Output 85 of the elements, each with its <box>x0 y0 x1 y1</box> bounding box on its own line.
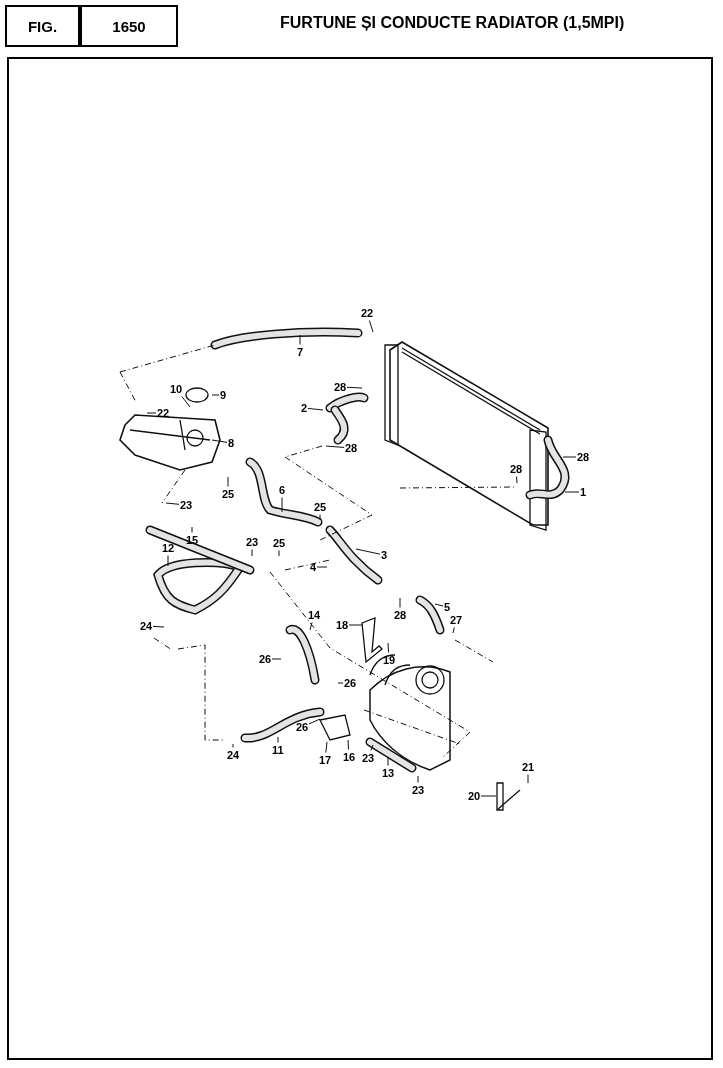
callout-number: 27 <box>450 613 463 627</box>
callout-number: 8 <box>228 436 235 450</box>
callout-number: 14 <box>308 608 321 622</box>
leader-line <box>399 597 401 608</box>
leader-line <box>527 774 529 784</box>
callout-number: 26 <box>344 676 357 690</box>
leader-line <box>181 396 191 408</box>
callout-number: 28 <box>345 441 358 455</box>
leader-line <box>307 407 324 411</box>
leader-line <box>562 456 577 458</box>
leader-line <box>146 412 157 414</box>
callout-number: 10 <box>170 382 183 396</box>
callout-number: 18 <box>336 618 349 632</box>
page-title: FURTUNE ȘI CONDUCTE RADIATOR (1,5MPI) <box>280 14 625 32</box>
callout-number: 28 <box>334 380 347 394</box>
leader-line <box>191 526 193 533</box>
leader-line <box>232 743 234 748</box>
leader-line <box>281 497 283 513</box>
callout-number: 28 <box>577 450 590 464</box>
callout-number: 1 <box>580 485 587 499</box>
leader-line <box>325 445 345 448</box>
callout-number: 2 <box>301 401 308 415</box>
leader-line <box>167 555 169 567</box>
leader-line <box>564 491 580 493</box>
callout-number: 4 <box>310 560 317 574</box>
callout-number: 12 <box>162 541 175 555</box>
callout-number: 24 <box>140 619 153 633</box>
leader-line <box>309 622 313 631</box>
leader-line <box>316 566 328 568</box>
callout-number: 9 <box>220 388 227 402</box>
leader-line <box>319 514 321 521</box>
leader-line <box>434 603 444 607</box>
leader-line <box>370 744 374 751</box>
leader-line <box>278 550 280 557</box>
callout-number: 22 <box>157 406 170 420</box>
leader-line <box>211 394 220 396</box>
callout-number: 5 <box>444 600 451 614</box>
callout-number: 23 <box>246 535 259 549</box>
leader-line <box>347 739 350 750</box>
callout-number: 28 <box>510 462 523 476</box>
leader-line <box>308 718 321 725</box>
leader-line <box>251 549 253 557</box>
callout-number: 21 <box>522 760 535 774</box>
leader-line <box>227 476 229 487</box>
callout-number: 19 <box>383 653 396 667</box>
callout-number: 15 <box>186 533 199 547</box>
leader-line <box>452 627 455 634</box>
leader-line <box>271 658 282 660</box>
callout-number: 7 <box>297 345 304 359</box>
leader-line <box>299 334 301 345</box>
figure-number-cell: 1650 <box>80 5 178 47</box>
callout-number: 26 <box>259 652 272 666</box>
leader-line <box>211 439 228 443</box>
leader-line <box>325 741 328 753</box>
callout-number: 22 <box>361 306 374 320</box>
leader-line <box>277 736 279 743</box>
figure-label-cell: FIG. <box>5 5 80 47</box>
callout-number: 13 <box>382 766 395 780</box>
callout-number: 23 <box>180 498 193 512</box>
leader-line <box>348 624 364 626</box>
callout-number: 3 <box>381 548 388 562</box>
leader-line <box>480 795 497 797</box>
leader-line <box>368 320 374 333</box>
callout-number: 20 <box>468 789 481 803</box>
callout-number: 28 <box>394 608 407 622</box>
leader-line <box>516 476 518 484</box>
leader-line <box>165 502 180 505</box>
callout-number: 25 <box>273 536 286 550</box>
callout-number: 23 <box>362 751 375 765</box>
callout-number: 26 <box>296 720 309 734</box>
leader-line <box>417 775 419 783</box>
callout-number: 24 <box>227 748 240 762</box>
callout-number: 23 <box>412 783 425 797</box>
callout-number: 25 <box>314 500 327 514</box>
callout-number: 16 <box>343 750 356 764</box>
leader-line <box>387 642 390 653</box>
leader-line <box>346 386 363 389</box>
leader-line <box>387 756 389 766</box>
callout-number: 11 <box>272 743 284 757</box>
leader-line <box>355 548 381 555</box>
leader-line <box>152 625 165 628</box>
callout-number: 6 <box>279 483 286 497</box>
leader-line <box>337 682 344 684</box>
callout-number: 25 <box>222 487 235 501</box>
callout-number: 17 <box>319 753 332 767</box>
